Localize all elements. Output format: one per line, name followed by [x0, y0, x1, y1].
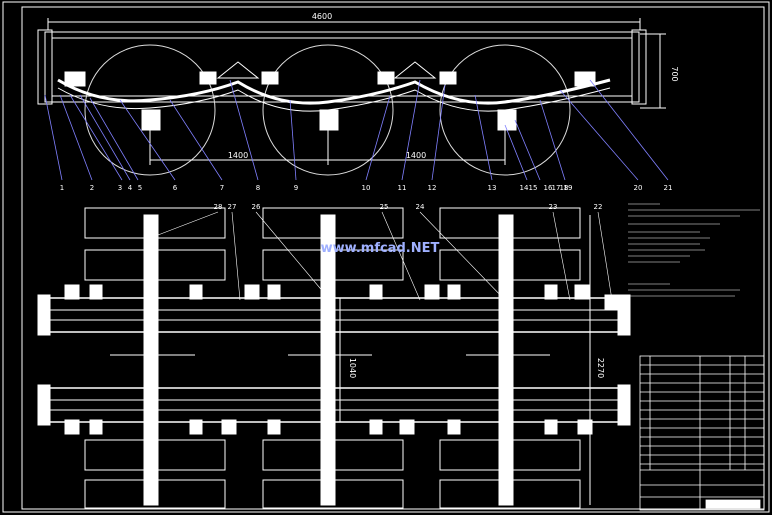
- callout-5: 5: [138, 184, 142, 192]
- callout-21: 21: [664, 184, 673, 192]
- callout-25: 25: [380, 203, 389, 211]
- dim-height-right: 700: [670, 66, 679, 81]
- callout-22: 22: [594, 203, 603, 211]
- callout-24: 24: [416, 203, 425, 211]
- callout-17: 17: [552, 184, 561, 192]
- callout-11: 11: [398, 184, 407, 192]
- callout-19: 19: [564, 184, 573, 192]
- callout-16: 16: [544, 184, 553, 192]
- front-view: [37, 18, 666, 176]
- dim-plan-overall: 2270: [596, 358, 605, 378]
- callout-4: 4: [128, 184, 133, 192]
- callout-2: 2: [90, 184, 94, 192]
- watermark: www.mfcad.NET: [321, 241, 440, 256]
- callout-28: 28: [214, 203, 223, 211]
- sheet-inner-border: [21, 6, 765, 510]
- front-callout-leaders: [44, 79, 669, 181]
- callout-10: 10: [362, 184, 371, 192]
- callout-23: 23: [549, 203, 558, 211]
- callout-12: 12: [428, 184, 437, 192]
- callout-20: 20: [634, 184, 643, 192]
- callout-18: 18: [560, 184, 569, 192]
- callout-6: 6: [173, 184, 178, 192]
- callout-26: 26: [252, 203, 261, 211]
- plan-view: [37, 207, 631, 509]
- dim-spacing-left: 1400: [228, 151, 248, 160]
- callout-13: 13: [488, 184, 497, 192]
- plan-callout-leaders: [157, 211, 613, 301]
- callout-3: 3: [118, 184, 122, 192]
- dim-plan-height: 1040: [348, 358, 357, 378]
- callout-27: 27: [228, 203, 237, 211]
- callout-15: 15: [529, 184, 538, 192]
- dim-spacing-right: 1400: [406, 151, 426, 160]
- callout-14: 14: [520, 184, 529, 192]
- callout-9: 9: [294, 184, 298, 192]
- plan-callout-labels: 28 27 26 25 24 23 22: [214, 203, 603, 211]
- title-block: [639, 355, 765, 511]
- callout-1: 1: [60, 184, 64, 192]
- technical-notes-block: [628, 203, 760, 297]
- dim-overall-width: 4600: [312, 12, 332, 21]
- callout-8: 8: [256, 184, 260, 192]
- callout-7: 7: [220, 184, 224, 192]
